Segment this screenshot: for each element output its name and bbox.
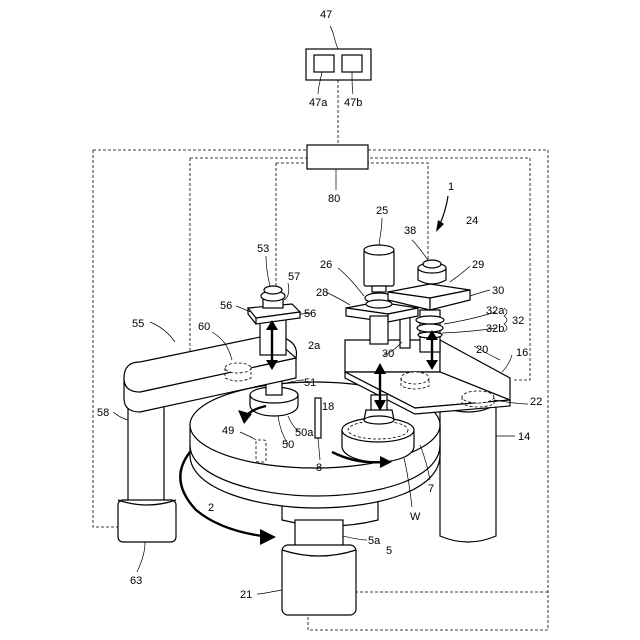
label-16: 16 bbox=[516, 347, 528, 359]
label-56-left: 56 bbox=[220, 300, 232, 312]
label-55: 55 bbox=[132, 318, 144, 330]
label-21: 21 bbox=[240, 589, 252, 601]
label-2a: 2a bbox=[308, 340, 321, 352]
label-14: 14 bbox=[518, 431, 530, 443]
label-32a: 32a bbox=[486, 305, 505, 317]
label-8: 8 bbox=[316, 462, 322, 474]
label-18: 18 bbox=[322, 401, 334, 413]
label-22: 22 bbox=[530, 396, 542, 408]
label-29: 29 bbox=[472, 259, 484, 271]
label-30-upper: 30 bbox=[492, 285, 504, 297]
label-80: 80 bbox=[328, 193, 340, 205]
control-unit-80 bbox=[307, 145, 368, 190]
label-38: 38 bbox=[404, 225, 416, 237]
label-49: 49 bbox=[222, 425, 234, 437]
label-63: 63 bbox=[130, 575, 142, 587]
motor-21 bbox=[257, 520, 367, 615]
label-1: 1 bbox=[448, 181, 454, 193]
label-5: 5 bbox=[386, 545, 392, 557]
label-W: W bbox=[410, 511, 421, 523]
label-7: 7 bbox=[428, 483, 434, 495]
label-56-right: 56 bbox=[304, 308, 316, 320]
label-47b: 47b bbox=[344, 97, 362, 109]
label-5a: 5a bbox=[368, 535, 381, 547]
motor-25 bbox=[338, 218, 394, 308]
label-25: 25 bbox=[376, 205, 388, 217]
label-32b: 32b bbox=[486, 323, 504, 335]
label-2: 2 bbox=[208, 502, 214, 514]
label-53: 53 bbox=[257, 243, 269, 255]
label-57: 57 bbox=[288, 271, 300, 283]
label-47: 47 bbox=[320, 9, 332, 21]
label-32: 32 bbox=[512, 315, 524, 327]
label-50a: 50a bbox=[295, 427, 314, 439]
label-28: 28 bbox=[316, 287, 328, 299]
label-20: 20 bbox=[476, 344, 488, 356]
controller-47 bbox=[306, 26, 371, 94]
label-58: 58 bbox=[97, 407, 109, 419]
label-30-lower: 30 bbox=[382, 348, 394, 360]
label-50: 50 bbox=[282, 439, 294, 451]
label-47a: 47a bbox=[309, 97, 328, 109]
label-24: 24 bbox=[466, 215, 478, 227]
label-51: 51 bbox=[304, 377, 316, 389]
label-26: 26 bbox=[320, 259, 332, 271]
label-60: 60 bbox=[198, 321, 210, 333]
